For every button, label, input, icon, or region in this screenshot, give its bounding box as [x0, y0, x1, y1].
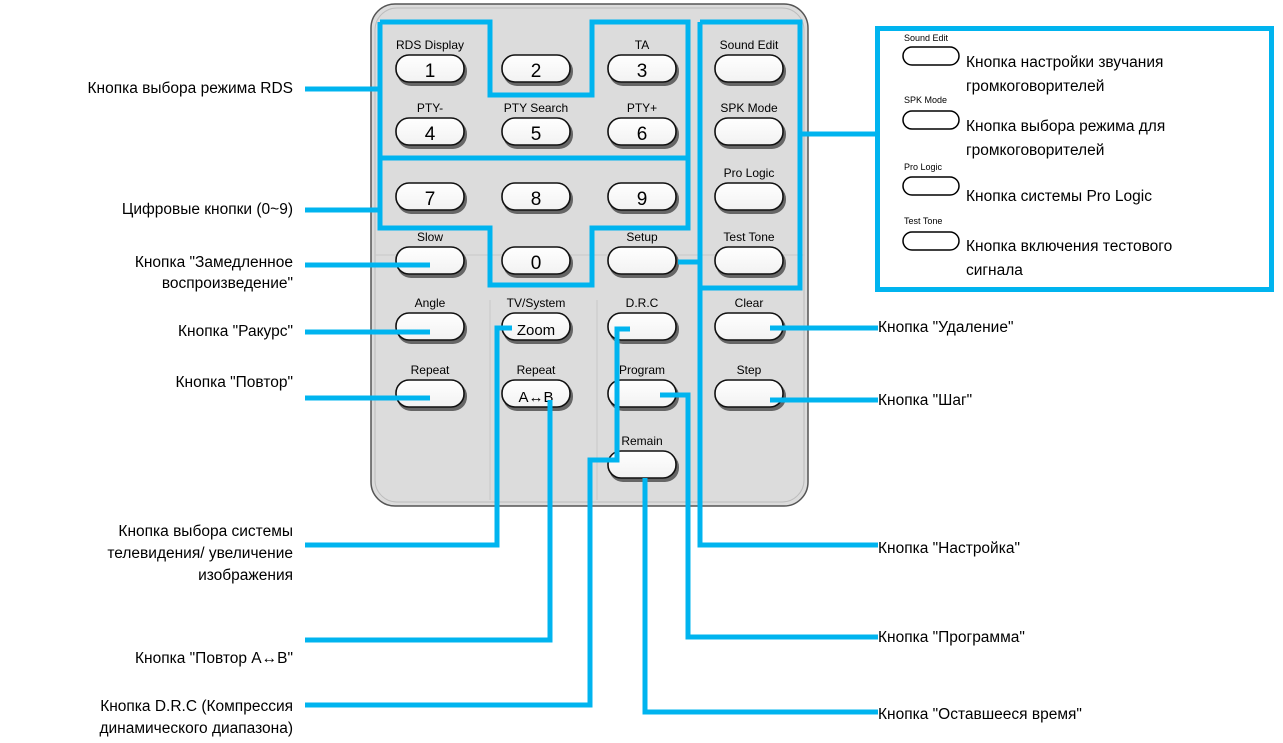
legend-sound-edit-line1: Кнопка настройки звучания — [966, 54, 1164, 71]
setup-button-top-label: Setup — [626, 230, 658, 244]
step-button[interactable] — [714, 379, 786, 411]
pro-logic-top-label: Pro Logic — [724, 166, 775, 180]
repeat-button-top-label: Repeat — [411, 363, 450, 377]
slow-button-top-label: Slow — [417, 230, 443, 244]
sound-edit-button[interactable] — [714, 54, 786, 86]
legend-cap-test-tone: Test Tone — [904, 216, 943, 226]
num-0-button[interactable] — [501, 246, 573, 278]
program-button-top-label: Program — [619, 363, 665, 377]
legend-pro-logic-button-icon — [902, 176, 960, 196]
label-angle: Кнопка "Ракурс" — [177, 323, 293, 340]
num-6-button-key-label: 6 — [637, 124, 648, 145]
num-6-button[interactable] — [607, 117, 679, 149]
num-8-button-key-label: 8 — [531, 189, 542, 210]
num-1-top-label: RDS Display — [396, 38, 464, 52]
num-5-button-key-label: 5 — [531, 124, 542, 145]
label-digit-buttons: Цифровые кнопки (0~9) — [121, 201, 293, 218]
remain-button[interactable] — [607, 450, 679, 482]
legend-cap-sound-edit: Sound Edit — [904, 33, 949, 43]
repeat-ab-button-key-label: A↔B — [518, 389, 553, 406]
angle-button[interactable] — [395, 312, 467, 344]
label-tv-system-line3: изображения — [198, 567, 293, 584]
rds-group-outline — [377, 19, 691, 161]
tv-system-zoom-button-key-label: Zoom — [517, 322, 555, 339]
drc-button-top-label: D.R.C — [626, 296, 659, 310]
sound-edit-top-label: Sound Edit — [720, 38, 779, 52]
label-slow-line2: воспроизведение" — [161, 275, 293, 292]
repeat-ab-button-top-label: Repeat — [517, 363, 556, 377]
num-6-top-label: PTY+ — [627, 101, 657, 115]
num-0-button-key-label: 0 — [531, 253, 542, 274]
pro-logic-button[interactable] — [714, 182, 786, 214]
tv-system-zoom-button-top-label: TV/System — [507, 296, 566, 310]
test-tone-top-label: Test Tone — [723, 230, 774, 244]
tv-system-zoom-button[interactable] — [501, 312, 573, 344]
label-repeat-ab: Кнопка "Повтор A↔B" — [135, 650, 293, 667]
label-program: Кнопка "Программа" — [878, 629, 1025, 646]
clear-button-top-label: Clear — [735, 296, 764, 310]
setup-button[interactable] — [607, 246, 679, 278]
legend-pro-logic-line1: Кнопка системы Pro Logic — [966, 188, 1152, 205]
program-button[interactable] — [607, 379, 679, 411]
drc-button[interactable] — [607, 312, 679, 344]
label-tv-system-line1: Кнопка выбора системы — [118, 523, 293, 540]
legend-test-tone-line1: Кнопка включения тестового — [966, 238, 1173, 255]
legend-test-tone-line2: сигнала — [966, 262, 1023, 279]
label-rds-mode: Кнопка выбора режима RDS — [87, 80, 293, 97]
spk-mode-button[interactable] — [714, 117, 786, 149]
num-2-button[interactable] — [501, 54, 573, 86]
legend-cap-pro-logic: Pro Logic — [904, 162, 943, 172]
num-9-button[interactable] — [607, 182, 679, 214]
num-4-button-key-label: 4 — [425, 124, 436, 145]
clear-button[interactable] — [714, 312, 786, 344]
label-step: Кнопка "Шаг" — [878, 392, 973, 409]
legend-sound-edit-button-icon — [902, 46, 960, 66]
label-tv-system-line2: телевидения/ увеличение — [107, 545, 293, 562]
angle-button-top-label: Angle — [415, 296, 446, 310]
num-1-button-key-label: 1 — [425, 61, 436, 82]
num-7-button-key-label: 7 — [425, 189, 436, 210]
label-remain: Кнопка "Оставшееся время" — [878, 706, 1082, 723]
test-tone-button[interactable] — [714, 246, 786, 278]
num-7-button[interactable] — [395, 182, 467, 214]
legend-spk-mode-button-icon — [902, 110, 960, 130]
speaker-group-outline — [697, 19, 803, 291]
num-3-button-key-label: 3 — [637, 61, 648, 82]
label-drc-line2: динамического диапазона) — [99, 720, 293, 737]
num-8-button[interactable] — [501, 182, 573, 214]
num-4-top-label: PTY- — [417, 101, 443, 115]
num-1-button[interactable] — [395, 54, 467, 86]
callout-lines — [305, 19, 878, 715]
legend-test-tone-button-icon — [902, 231, 960, 251]
num-3-button[interactable] — [607, 54, 679, 86]
legend-spk-mode-line2: громкоговорителей — [966, 142, 1105, 159]
num-5-top-label: PTY Search — [504, 101, 568, 115]
num-9-button-key-label: 9 — [637, 189, 648, 210]
label-clear: Кнопка "Удаление" — [878, 319, 1014, 336]
label-repeat: Кнопка "Повтор" — [175, 374, 293, 391]
legend-button-icons — [902, 46, 960, 251]
num-3-top-label: TA — [635, 38, 649, 52]
label-setup: Кнопка "Настройка" — [878, 540, 1020, 557]
repeat-ab-button[interactable] — [501, 379, 573, 411]
step-button-top-label: Step — [737, 363, 762, 377]
spk-mode-top-label: SPK Mode — [720, 101, 778, 115]
num-2-button-key-label: 2 — [531, 61, 542, 82]
label-drc-line1: Кнопка D.R.C (Компрессия — [100, 698, 293, 715]
num-5-button[interactable] — [501, 117, 573, 149]
legend-cap-spk-mode: SPK Mode — [904, 95, 948, 105]
legend-sound-edit-line2: громкоговорителей — [966, 78, 1105, 95]
num-4-button[interactable] — [395, 117, 467, 149]
digits-group-outline — [377, 158, 691, 288]
legend-spk-mode-line1: Кнопка выбора режима для — [966, 118, 1166, 135]
speaker-legend-box: Sound Edit Кнопка настройки звучания гро… — [875, 26, 1274, 292]
label-slow-line1: Кнопка "Замедленное — [134, 254, 293, 271]
remain-button-top-label: Remain — [621, 434, 662, 448]
